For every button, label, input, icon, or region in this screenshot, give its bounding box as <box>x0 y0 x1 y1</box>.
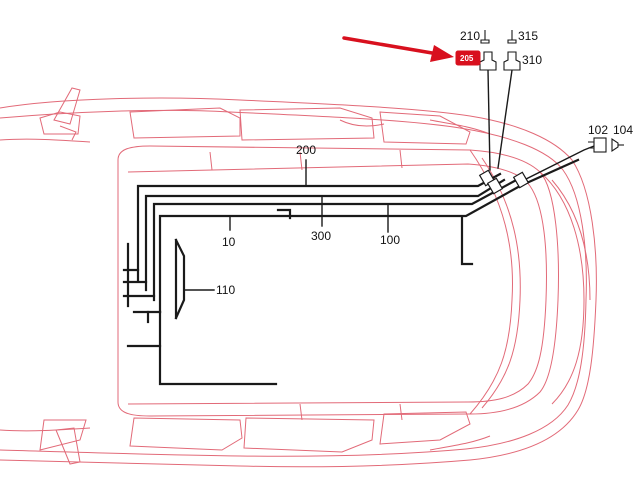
route-102 <box>523 145 595 181</box>
harness-110 <box>174 238 186 320</box>
pointer-arrow <box>342 36 454 62</box>
vehicle-outline <box>0 87 597 468</box>
label-104: 104 <box>613 123 633 137</box>
inline-connector-b <box>486 177 504 195</box>
harness-10-bracket <box>276 208 292 220</box>
harness-10-drop <box>460 216 474 266</box>
label-315: 315 <box>518 29 538 43</box>
route-310 <box>497 69 513 169</box>
connector-icons <box>479 30 624 153</box>
wiring-harness <box>122 69 595 386</box>
connector-icon <box>588 137 607 153</box>
label-102: 102 <box>588 123 608 137</box>
labels: 210 315 205 310 200 102 104 10 300 100 1… <box>216 29 633 297</box>
connector-icon <box>480 30 490 44</box>
highlight-box-205 <box>455 50 481 66</box>
harness-200 <box>136 172 502 282</box>
rear-branch <box>158 310 278 386</box>
route-205 <box>487 69 491 171</box>
label-300: 300 <box>311 229 331 243</box>
connector-icon <box>479 51 497 71</box>
label-310: 310 <box>522 53 542 67</box>
label-100: 100 <box>380 233 400 247</box>
harness-10 <box>158 158 580 314</box>
label-200: 200 <box>296 143 316 157</box>
connector-icon <box>611 137 624 153</box>
connector-icon <box>507 30 517 44</box>
label-205-highlighted: 205 <box>460 54 474 63</box>
inline-connector-c <box>512 171 530 189</box>
label-110: 110 <box>216 283 235 297</box>
label-10: 10 <box>222 235 236 249</box>
connector-icon <box>503 51 521 71</box>
label-210: 210 <box>460 29 480 43</box>
